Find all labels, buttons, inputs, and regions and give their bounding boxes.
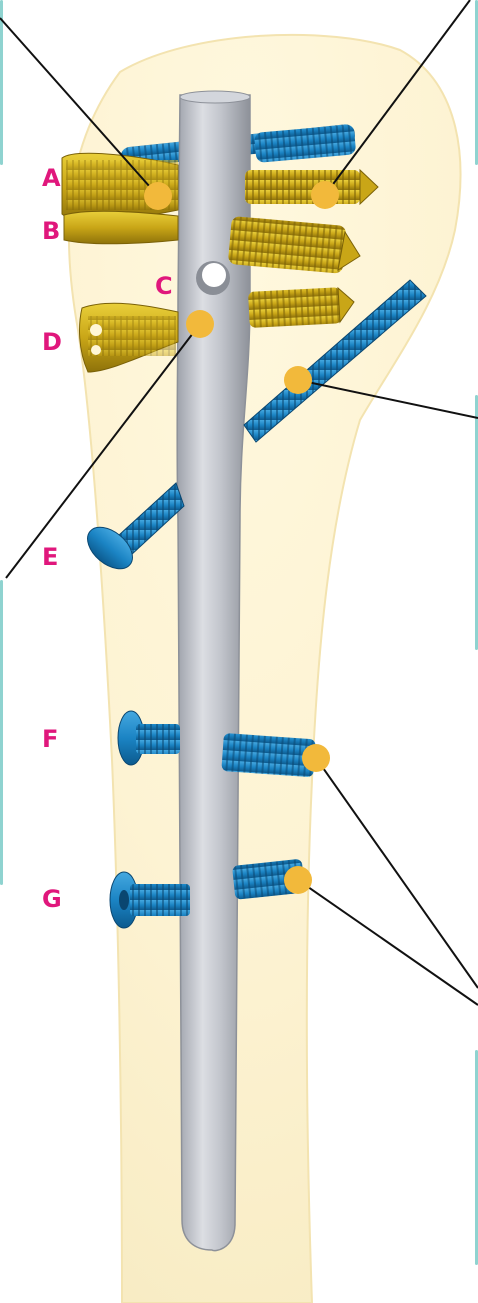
marker-dot-d: [186, 310, 214, 338]
marker-dot-a-left: [144, 182, 172, 210]
marker-dot-f: [302, 744, 330, 772]
nail-top-cap: [180, 91, 250, 103]
label-a: A: [42, 166, 61, 190]
marker-dot-e: [284, 366, 312, 394]
marker-dot-g: [284, 866, 312, 894]
label-b: B: [42, 219, 60, 243]
label-d: D: [42, 330, 62, 354]
label-e: E: [42, 545, 58, 569]
leader-line-g: [298, 880, 478, 1005]
label-c: C: [155, 274, 173, 298]
label-g: G: [42, 887, 62, 911]
marker-dot-a-right: [311, 181, 339, 209]
label-f: F: [42, 727, 58, 751]
nail-hole-c: [196, 261, 230, 295]
leader-line-f: [316, 758, 478, 988]
